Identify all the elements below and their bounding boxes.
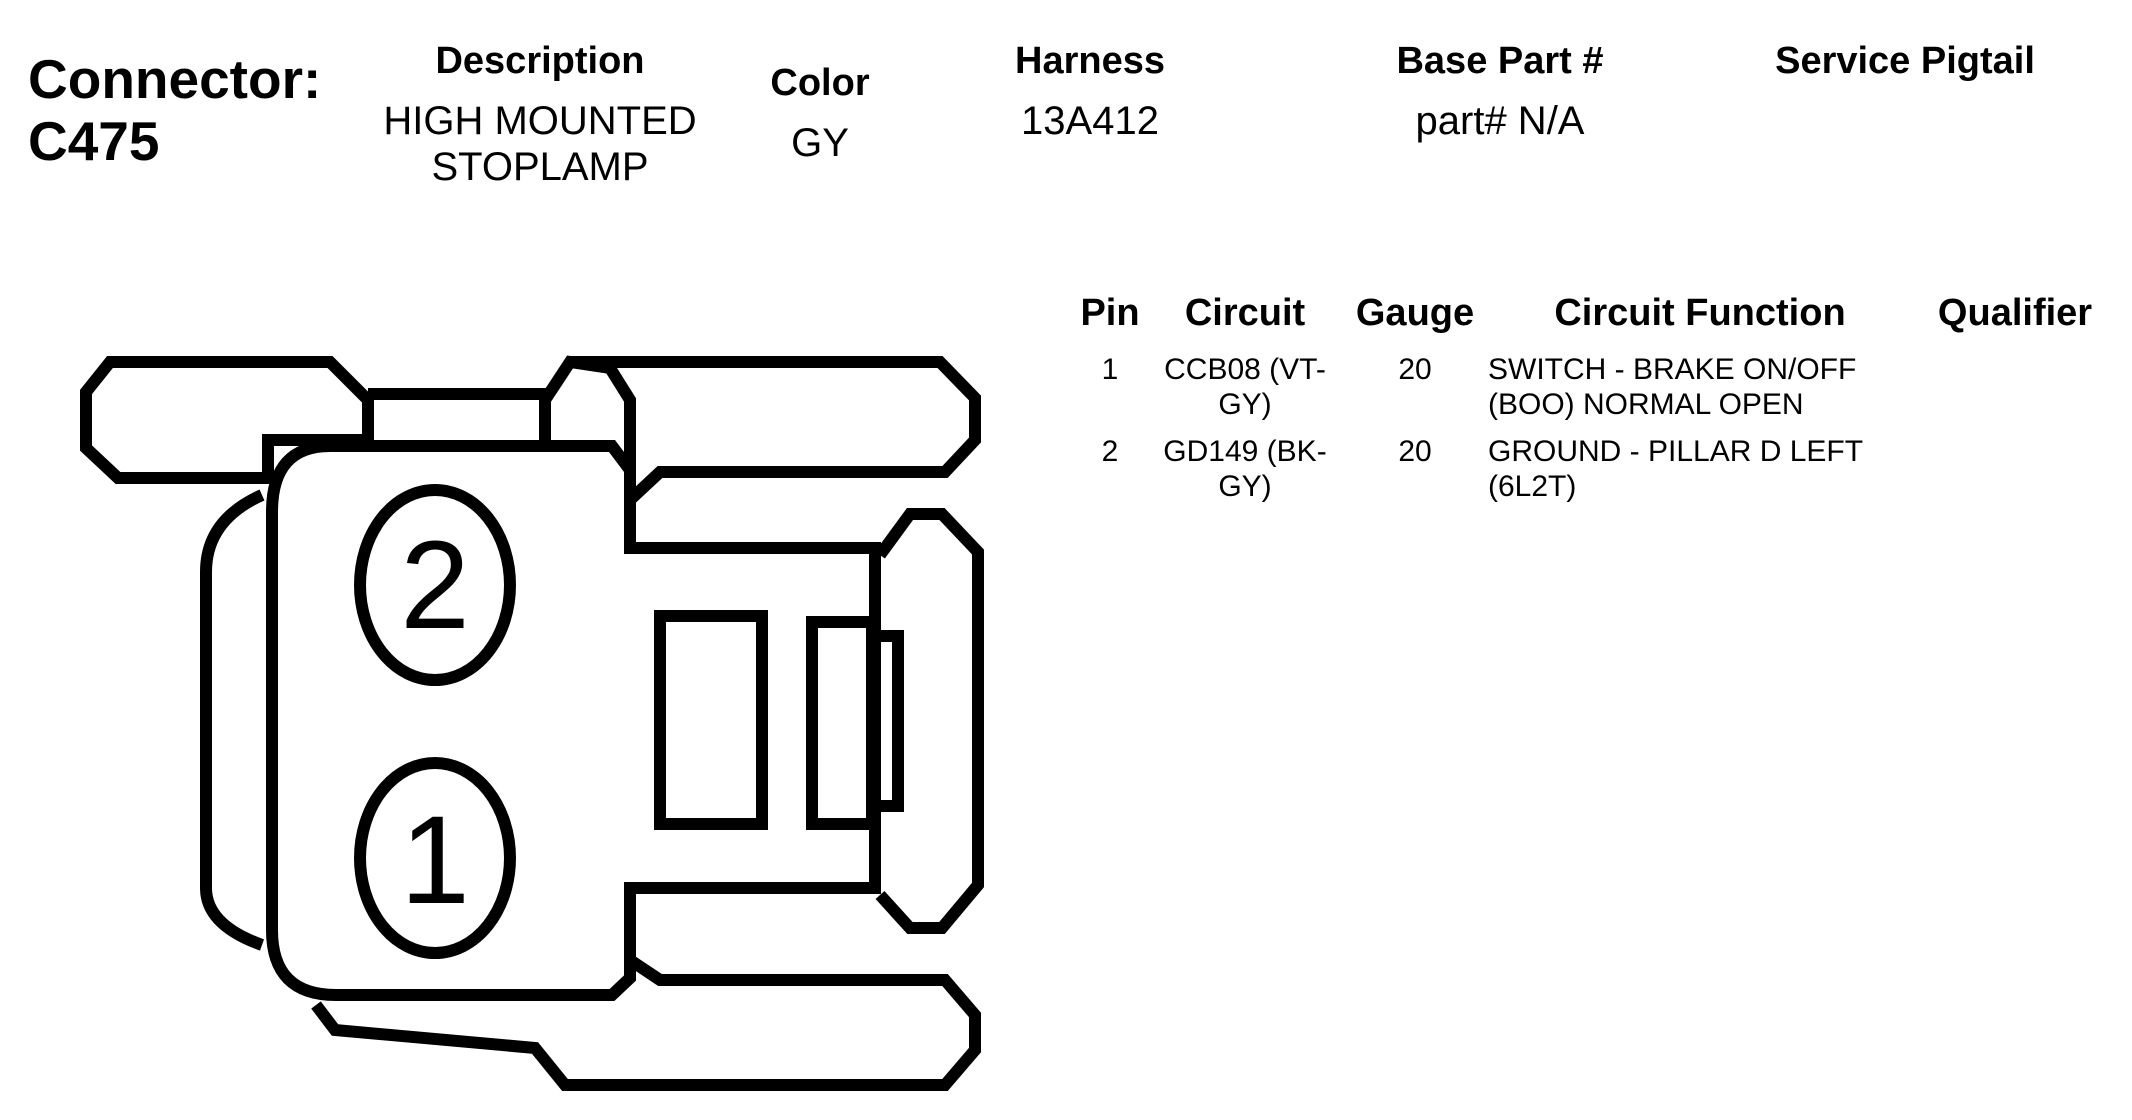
top-right-latch-inner	[539, 355, 636, 480]
function-line-2: (6L2T)	[1488, 470, 1577, 503]
pin-2-cavity	[354, 484, 516, 686]
bottom-right-latch	[311, 955, 981, 1091]
color-header: Color	[770, 62, 870, 104]
top-left-latch	[80, 356, 374, 484]
circuit-line-2: GY)	[1218, 470, 1272, 503]
pin-cell: 2	[1101, 435, 1119, 468]
qualifier-column-header: Qualifier	[1937, 292, 2093, 334]
circuit-line-1: CCB08 (VT-	[1164, 353, 1326, 386]
function-cell: SWITCH - BRAKE ON/OFF (BOO) NORMAL OPEN	[1488, 352, 1928, 422]
description-line-2: STOPLAMP	[431, 145, 649, 189]
connector-body	[266, 440, 881, 1001]
right-latch	[875, 508, 984, 934]
pin-1-cavity	[354, 757, 516, 959]
circuit-cell: CCB08 (VT- GY)	[1150, 352, 1340, 422]
pin-cell: 1	[1101, 353, 1119, 386]
function-line-1: SWITCH - BRAKE ON/OFF	[1488, 353, 1857, 386]
connector-id: C475	[28, 110, 160, 172]
base-part-value: part# N/A	[1415, 99, 1585, 143]
circuit-line-1: GD149 (BK-	[1163, 435, 1327, 468]
color-value: GY	[791, 121, 849, 165]
function-cell: GROUND - PILLAR D LEFT (6L2T)	[1488, 434, 1928, 504]
pin-1-label: 1	[400, 791, 470, 930]
description-value: HIGH MOUNTED STOPLAMP	[340, 98, 740, 190]
pin-column-header: Pin	[1080, 292, 1140, 334]
circuit-function-column-header: Circuit Function	[1554, 292, 1846, 334]
top-bridge	[368, 388, 551, 440]
latch-slot-small	[866, 630, 904, 812]
description-header: Description	[435, 40, 645, 82]
connector-title: Connector: C475	[28, 48, 321, 172]
base-part-header: Base Part #	[1396, 40, 1604, 82]
left-side-rail	[200, 489, 265, 951]
circuit-column-header: Circuit	[1184, 292, 1306, 334]
gauge-column-header: Gauge	[1355, 292, 1475, 334]
latch-slot-inner	[806, 616, 878, 830]
harness-value: 13A412	[1021, 99, 1159, 143]
function-line-1: GROUND - PILLAR D LEFT	[1488, 435, 1864, 468]
harness-header: Harness	[1015, 40, 1165, 82]
service-pigtail-header: Service Pigtail	[1775, 40, 2035, 82]
gauge-cell: 20	[1398, 353, 1432, 386]
gauge-cell: 20	[1398, 435, 1432, 468]
connector-label: Connector:	[28, 48, 322, 110]
circuit-line-2: GY)	[1218, 388, 1272, 421]
function-line-2: (BOO) NORMAL OPEN	[1488, 388, 1804, 421]
circuit-cell: GD149 (BK- GY)	[1150, 434, 1340, 504]
description-line-1: HIGH MOUNTED	[383, 99, 697, 143]
pin-2-label: 2	[400, 516, 470, 655]
latch-slot-outer	[654, 610, 768, 830]
